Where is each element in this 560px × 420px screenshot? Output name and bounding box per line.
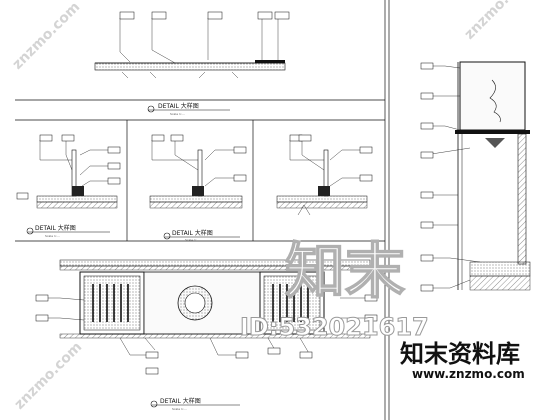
- section-marker: [147, 105, 155, 113]
- detail-a-title: DETAIL 大样图: [35, 224, 76, 232]
- detail-top-title: DETAIL 大样图: [158, 102, 199, 110]
- watermark-diag-1: znzmo.com: [10, 0, 84, 73]
- detail-middle-right: [276, 134, 373, 216]
- watermark-diag-2: znzmo.com: [462, 0, 536, 43]
- watermark-brand: 知末资料库: [400, 340, 520, 368]
- tag-boxes: [119, 11, 290, 20]
- detail-right-elevation: [420, 61, 531, 292]
- detail-b-title: DETAIL 大样图: [172, 229, 213, 237]
- watermark-id: ID:532021617: [240, 313, 429, 341]
- lamp-shape: [485, 138, 505, 148]
- detail-top-section: DETAIL 大样图 Scale 1:...: [94, 11, 290, 116]
- detail-a-scale: Scale 1:...: [45, 234, 60, 238]
- sheet-frame: [15, 0, 390, 420]
- watermark-diag-3: znzmo.com: [12, 339, 86, 413]
- detail-bottom-title: DETAIL 大样图: [160, 397, 201, 405]
- detail-middle-center: [149, 134, 247, 209]
- detail-middle-left: [16, 134, 121, 209]
- detail-top-scale: Scale 1:...: [170, 112, 185, 116]
- detail-b-scale: Scale 1:...: [185, 238, 200, 242]
- detail-bottom-scale: Scale 1:...: [172, 407, 187, 411]
- watermark-logo-text: 知末: [285, 237, 405, 307]
- decor-sketch: [489, 79, 501, 123]
- detail-titles-middle: DETAIL 大样图 Scale 1:... DETAIL 大样图 Scale …: [26, 224, 240, 242]
- watermark-url: www.znzmo.com: [412, 367, 525, 381]
- detail-bottom-plan: DETAIL 大样图 Scale 1:...: [35, 259, 378, 411]
